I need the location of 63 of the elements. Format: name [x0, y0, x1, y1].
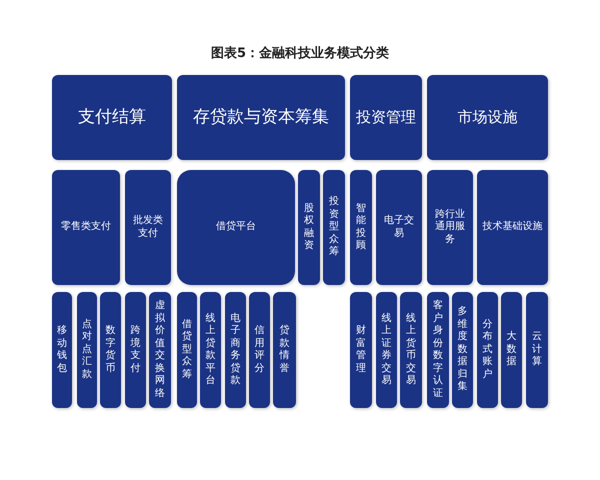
- category-box: [125, 170, 171, 285]
- category-label: 移动钱包: [56, 325, 68, 375]
- category-label: 电子商务贷款: [230, 312, 241, 388]
- category-box: [350, 170, 372, 285]
- category-label: 股权融资: [304, 202, 314, 252]
- category-box: [273, 292, 296, 408]
- category-label: 点对点汇款: [82, 318, 92, 382]
- chart-title: 图表5：金融科技业务模式分类: [210, 45, 390, 62]
- category-box: [52, 292, 72, 408]
- category-box: [477, 170, 548, 285]
- category-box: [52, 170, 120, 285]
- category-box: [225, 292, 246, 408]
- category-box: [177, 292, 197, 408]
- category-label: 财富管理: [356, 325, 366, 375]
- category-label: 电子交易: [383, 215, 415, 240]
- category-label: 借贷平台: [215, 221, 257, 234]
- category-box: [298, 170, 320, 285]
- category-box: [427, 292, 449, 408]
- category-box: [400, 292, 422, 408]
- category-box: [125, 292, 146, 408]
- category-box: [350, 75, 422, 160]
- category-box: [350, 292, 372, 408]
- category-label: 大数据: [506, 331, 517, 369]
- category-label: 分布式账户: [482, 318, 493, 382]
- category-box: [100, 292, 121, 408]
- category-label: 跨境支付: [130, 325, 141, 375]
- category-label: 技术基础设施: [482, 221, 544, 234]
- category-label: 线上贷款平台: [205, 312, 216, 388]
- category-label: 投资型众筹: [328, 196, 340, 259]
- category-label: 零售类支付: [60, 221, 112, 234]
- category-box: [323, 170, 345, 285]
- category-box: [249, 292, 270, 408]
- category-box: [200, 292, 221, 408]
- category-box: [427, 170, 473, 285]
- category-box: [452, 292, 473, 408]
- category-label: 线上货币交易: [406, 312, 416, 388]
- category-box: [52, 75, 172, 160]
- category-box: [177, 75, 345, 160]
- category-label: 云计算: [532, 331, 542, 369]
- category-label: 批发类支付: [132, 215, 164, 240]
- category-box: [501, 292, 522, 408]
- category-label: 智能投顾: [356, 202, 366, 252]
- category-box: [526, 292, 548, 408]
- category-label: 线上证券交易: [381, 312, 392, 388]
- category-box: [427, 75, 548, 160]
- category-label: 支付结算: [77, 106, 147, 128]
- category-label: 投资管理: [355, 108, 417, 127]
- category-label: 存贷款与资本筹集: [192, 106, 330, 128]
- category-label: 贷款情誉: [279, 325, 290, 375]
- category-label: 多维度数据归集: [457, 306, 468, 394]
- category-box: [376, 292, 397, 408]
- category-label: 客户身份数字认证: [432, 300, 444, 400]
- category-label: 借贷型众筹: [182, 318, 192, 382]
- category-label: 市场设施: [456, 108, 518, 127]
- category-label: 跨行业通用服务: [434, 208, 466, 246]
- category-label: 虚拟价值交换网络: [154, 300, 166, 400]
- category-box: [477, 292, 498, 408]
- category-box: [177, 170, 295, 285]
- category-label: 数字货币: [105, 325, 116, 375]
- category-label: 信用评分: [254, 325, 265, 375]
- category-box: [376, 170, 422, 285]
- category-box: [77, 292, 97, 408]
- category-box: [149, 292, 171, 408]
